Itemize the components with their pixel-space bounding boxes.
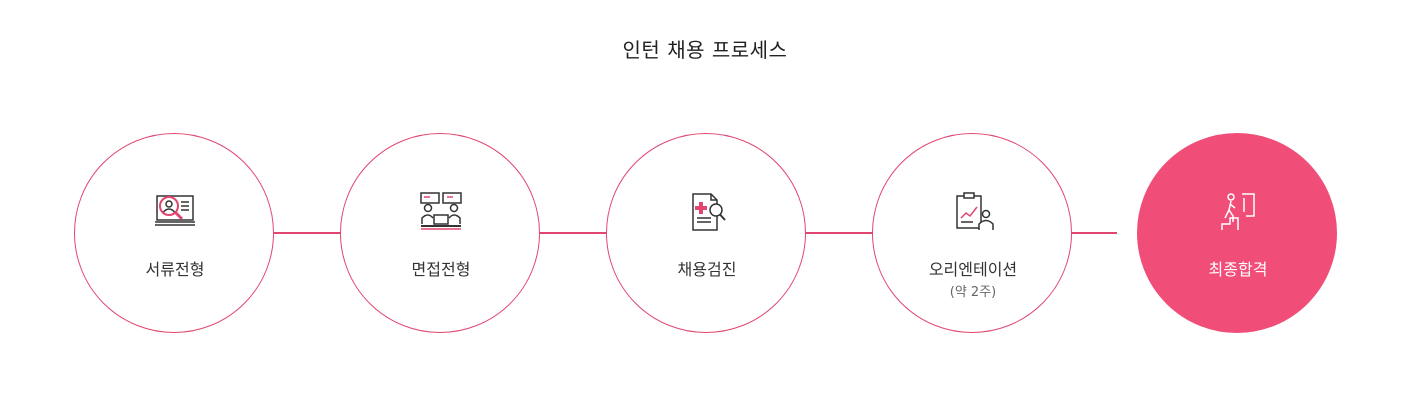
step-label: 면접전형	[411, 260, 471, 279]
step-document-screening: 서류전형	[74, 133, 274, 333]
step-label: 최종합격	[1208, 260, 1268, 279]
medical-checkup-icon	[692, 193, 726, 231]
step-sublabel: (약 2주)	[949, 285, 997, 300]
document-magnifier-icon	[155, 195, 195, 226]
clipboard-presenter-icon	[956, 192, 994, 230]
step-label: 서류전형	[145, 260, 205, 279]
step-interview: 면접전형	[340, 133, 540, 333]
connector-line	[805, 232, 873, 234]
step-final-acceptance: 최종합격	[1137, 133, 1337, 333]
step-medical-checkup: 채용검진	[606, 133, 806, 333]
step-label: 오리엔테이션	[928, 260, 1018, 279]
page-title: 인턴 채용 프로세스	[622, 38, 788, 62]
step-label: 채용검진	[677, 260, 737, 279]
connector-line	[539, 232, 607, 234]
connector-line	[273, 232, 341, 234]
step-orientation: 오리엔테이션 (약 2주)	[872, 133, 1072, 333]
stairs-climber-icon	[1221, 193, 1255, 230]
interview-icon	[420, 192, 462, 230]
connector-arrow-line	[1071, 232, 1117, 234]
